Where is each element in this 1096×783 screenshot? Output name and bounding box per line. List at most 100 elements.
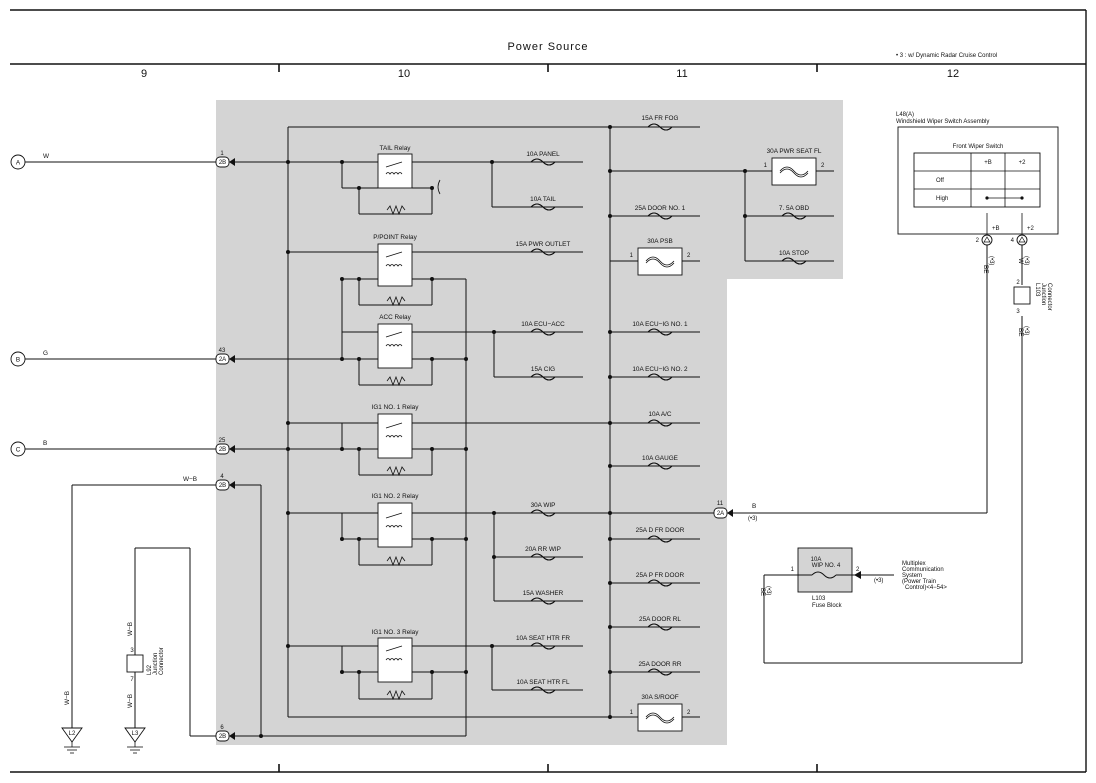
svg-text:15A PWR OUTLET: 15A PWR OUTLET — [516, 241, 571, 248]
svg-text:10A ECU−IG NO. 1: 10A ECU−IG NO. 1 — [632, 321, 688, 328]
ground-branch-l2: W−B W−B — [64, 476, 216, 728]
svg-text:IG1 NO. 2 Relay: IG1 NO. 2 Relay — [372, 493, 420, 500]
svg-text:+B: +B — [984, 160, 992, 166]
svg-text:Control)<4−54>: Control)<4−54> — [905, 585, 947, 591]
svg-text:2A: 2A — [717, 511, 724, 517]
fuse-30a-psb: 30A PSB 1 2 — [630, 238, 691, 276]
svg-text:(•3): (•3) — [874, 578, 883, 584]
ground-branch-l3: W−B W−B — [127, 547, 216, 737]
connector-2a-pin43: 2A 43 — [215, 348, 235, 365]
fuse-10a-tail: 10A TAIL — [530, 196, 556, 211]
svg-text:10A STOP: 10A STOP — [779, 250, 809, 257]
svg-text:15A WASHER: 15A WASHER — [523, 590, 564, 597]
svg-text:BE: BE — [1017, 328, 1024, 337]
svg-text:3: 3 — [1016, 309, 1020, 315]
svg-text:25A P FR DOOR: 25A P FR DOOR — [636, 572, 685, 579]
svg-text:(•3): (•3) — [1023, 256, 1029, 265]
junction-dots — [259, 125, 747, 738]
input-a: A W — [10, 153, 216, 170]
svg-text:P/POINT Relay: P/POINT Relay — [373, 234, 417, 241]
connector-2a-pin11: 2A 11 B (•3) — [713, 501, 987, 522]
ground-l3: L3 — [124, 727, 146, 754]
svg-text:25A DOOR RR: 25A DOOR RR — [639, 661, 682, 668]
svg-text:L103: L103 — [1034, 283, 1040, 297]
svg-text:2: 2 — [821, 163, 825, 169]
svg-text:3: 3 — [130, 648, 134, 654]
svg-text:IG1 NO. 3 Relay: IG1 NO. 3 Relay — [372, 629, 420, 636]
fuse-15a-washer: 15A WASHER — [523, 590, 564, 605]
svg-text:L3: L3 — [132, 731, 139, 737]
fuse-7-5a-obd: 7. 5A OBD — [779, 205, 810, 220]
fuse-30a-wip: 30A WIP — [531, 502, 555, 517]
connector-2b-pin6: 2B 6 — [215, 725, 235, 742]
column-label-12: 12 — [947, 68, 959, 80]
column-label-11: 11 — [676, 68, 687, 80]
input-c-wire: B — [43, 440, 47, 447]
svg-text:Fuse Block: Fuse Block — [812, 603, 843, 609]
svg-text:10A SEAT HTR FR: 10A SEAT HTR FR — [516, 635, 570, 642]
junction-connector-l92: 3 7 L92 Junction Connector — [126, 647, 165, 683]
fuse-30a-s-roof: 30A S/ROOF 1 2 — [630, 694, 691, 732]
svg-text:1: 1 — [630, 253, 634, 259]
column-label-9: 9 — [141, 68, 147, 80]
fuse-25a-p-fr-door: 25A P FR DOOR — [636, 572, 685, 587]
input-a-wire: W — [43, 153, 50, 160]
relay-ig1-no1: IG1 NO. 1 Relay — [341, 404, 610, 477]
svg-text:2: 2 — [976, 238, 980, 244]
svg-text:7. 5A OBD: 7. 5A OBD — [779, 205, 810, 212]
svg-text:BE: BE — [982, 265, 989, 274]
svg-text:30A PWR SEAT FL: 30A PWR SEAT FL — [767, 148, 822, 155]
column-label-10: 10 — [398, 68, 410, 80]
fuse-25a-d-fr-door: 25A D FR DOOR — [636, 527, 685, 543]
svg-text:15A FR FOG: 15A FR FOG — [642, 115, 679, 122]
svg-text:+2: +2 — [1027, 226, 1035, 232]
svg-text:2B: 2B — [219, 160, 226, 166]
svg-text:(•3): (•3) — [988, 256, 994, 265]
fuse-20a-rr-wip: 20A RR WIP — [525, 546, 561, 561]
svg-text:20A RR WIP: 20A RR WIP — [525, 546, 561, 553]
svg-text:Windshield Wiper Switch Assemb: Windshield Wiper Switch Assembly — [896, 119, 989, 125]
input-c-letter: C — [16, 447, 21, 454]
svg-text:1: 1 — [220, 151, 224, 157]
column-ticks — [278, 64, 818, 772]
svg-text:(•3): (•3) — [748, 516, 757, 522]
svg-text:6: 6 — [220, 725, 224, 731]
svg-text:Connector: Connector — [159, 647, 165, 675]
svg-text:4: 4 — [220, 474, 224, 480]
wiper-switch-assembly: L48(A) Windshield Wiper Switch Assembly … — [896, 112, 1059, 513]
svg-text:10A ECU−IG NO. 2: 10A ECU−IG NO. 2 — [632, 366, 688, 373]
svg-text:11: 11 — [717, 501, 724, 507]
header-title: Power Source — [507, 41, 588, 53]
svg-text:L2: L2 — [69, 731, 76, 737]
fuse-15a-pwr-outlet: 15A PWR OUTLET — [516, 241, 571, 256]
svg-text:10A GAUGE: 10A GAUGE — [642, 455, 678, 462]
fuse-10a-ac: 10A A/C — [647, 411, 673, 427]
svg-text:Communication: Communication — [902, 567, 944, 573]
input-b-letter: B — [16, 357, 20, 364]
svg-text:1: 1 — [764, 163, 768, 169]
svg-text:L48(A): L48(A) — [896, 112, 914, 118]
fuse-10a-seat-htr-fl: 10A SEAT HTR FL — [516, 679, 570, 694]
fuse-wiring-left — [491, 161, 583, 691]
svg-text:+B: +B — [992, 226, 1000, 232]
svg-text:1: 1 — [791, 567, 795, 573]
svg-text:Front Wiper Switch: Front Wiper Switch — [953, 144, 1004, 150]
svg-text:4: 4 — [1011, 238, 1015, 244]
svg-text:2: 2 — [1016, 280, 1020, 286]
svg-text:10A TAIL: 10A TAIL — [530, 196, 556, 203]
fuse-25a-door-no1: 25A DOOR NO. 1 — [635, 205, 686, 220]
fuse-25a-door-rr: 25A DOOR RR — [639, 661, 682, 676]
fuse-10a-gauge: 10A GAUGE — [642, 455, 678, 470]
fuse-10a-ecu-ig-no1: 10A ECU−IG NO. 1 — [632, 321, 688, 336]
svg-text:+2: +2 — [1019, 160, 1027, 166]
svg-text:10A PANEL: 10A PANEL — [526, 151, 560, 158]
connector-2b-pin1: 2B 1 — [215, 151, 235, 168]
svg-text:B: B — [752, 503, 756, 510]
fuse-30a-pwr-seat-fl: 30A PWR SEAT FL 1 2 — [764, 148, 825, 186]
svg-text:10A SEAT HTR FL: 10A SEAT HTR FL — [516, 679, 569, 686]
svg-text:W: W — [1017, 258, 1024, 265]
svg-text:BE: BE — [759, 588, 765, 596]
svg-text:(Power Train: (Power Train — [902, 579, 936, 585]
svg-text:25: 25 — [219, 438, 226, 444]
svg-text:High: High — [936, 196, 948, 202]
